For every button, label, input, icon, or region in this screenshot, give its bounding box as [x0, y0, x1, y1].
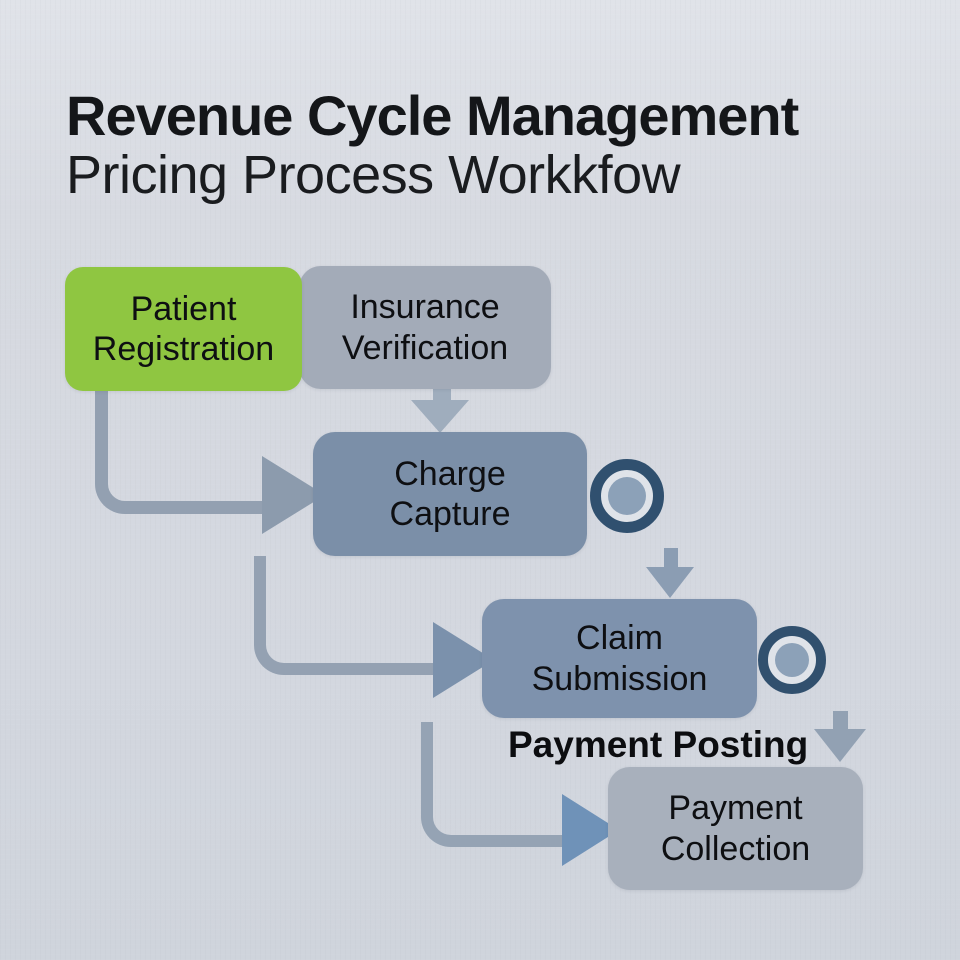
connector-charge-to-claim	[254, 556, 447, 675]
target-icon	[758, 626, 826, 694]
connector-patient-to-charge	[95, 391, 278, 514]
node-patient-registration: Patient Registration	[65, 267, 302, 391]
node-claim-submission: Claim Submission	[482, 599, 757, 718]
title-line-2: Pricing Process Workkfow	[66, 145, 681, 206]
target-icon-center	[608, 477, 646, 515]
node-label: Registration	[92, 330, 275, 368]
payment-posting-label: Payment Posting	[508, 724, 809, 765]
node-label: Submission	[531, 659, 708, 698]
node-label: Patient	[130, 289, 237, 328]
target-icon	[590, 459, 664, 533]
node-payment-collection: Payment Collection	[608, 767, 863, 890]
node-label: Collection	[660, 829, 811, 868]
node-label: Insurance	[350, 288, 500, 327]
arrow-down-icon	[646, 567, 694, 598]
node-insurance-verification: Insurance Verification	[299, 266, 551, 389]
target-icon-center	[775, 643, 809, 677]
page-title: Revenue Cycle Management Pricing Process…	[66, 84, 799, 206]
arrow-down-icon	[411, 400, 469, 433]
arrow-down-stem	[833, 711, 848, 731]
title-line-1: Revenue Cycle Management	[66, 84, 799, 147]
node-label: Capture	[389, 495, 511, 533]
node-label: Charge	[394, 454, 506, 493]
arrow-down-stem	[664, 548, 678, 569]
node-label: Verification	[341, 328, 509, 367]
arrow-down-icon	[814, 729, 866, 762]
connector-claim-to-collection	[421, 722, 579, 847]
node-label: Payment	[668, 789, 803, 828]
node-charge-capture: Charge Capture	[313, 432, 587, 556]
arrow-down-stem	[433, 388, 451, 402]
node-label: Claim	[576, 619, 663, 658]
